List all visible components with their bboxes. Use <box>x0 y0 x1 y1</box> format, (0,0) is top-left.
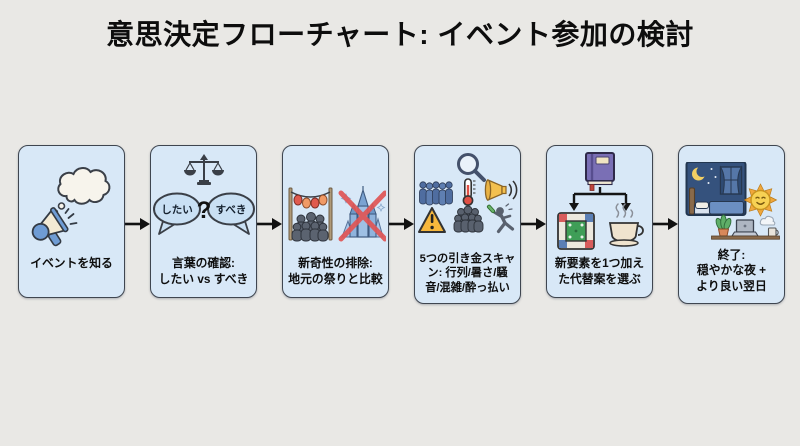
step-alternative-choice: 新要素を1つ加え た代替案を選ぶ <box>546 145 653 298</box>
label-line: したい vs すべき <box>158 271 249 286</box>
alternative-icons <box>556 152 644 250</box>
step-label: 終了: 穏やかな夜 + より良い翌日 <box>681 248 782 294</box>
balance-scale-icon <box>183 154 224 185</box>
cloud-icon <box>759 215 775 226</box>
step-novelty-elimination: 新奇性の排除: 地元の祭りと比較 <box>282 145 389 298</box>
mug-icon <box>767 227 779 238</box>
flow-arrow <box>125 218 150 230</box>
thermometer-icon <box>462 178 475 206</box>
bottle-icon <box>486 204 495 214</box>
sun-icon <box>743 183 777 217</box>
step-word-check: したい すべき ? 言葉の確認: したい vs すべき <box>150 145 257 298</box>
question-mark: ? <box>196 197 211 224</box>
label-line: より良い翌日 <box>696 278 767 293</box>
flow-arrow <box>521 218 546 230</box>
warning-icon <box>417 207 446 233</box>
label-line: 音/混雑/酔っ払い <box>425 281 510 294</box>
flow-arrow <box>389 218 414 230</box>
plant-icon <box>715 214 731 237</box>
label-line: 終了: <box>717 248 746 263</box>
crowd-icon <box>453 205 483 233</box>
bubble-want-text: したい <box>161 204 193 216</box>
label-line: 言葉の確認: <box>172 256 235 271</box>
label-line: 新要素を1つ加え <box>554 256 645 271</box>
label-line: 5つの引き金スキャ <box>419 253 516 266</box>
queue-icon <box>418 181 453 206</box>
bubble-should-text: すべき <box>215 204 246 216</box>
sound-lines <box>64 208 77 225</box>
branch-arrows-icon <box>572 187 627 204</box>
crossed-castle-icon <box>338 186 386 242</box>
night-bedroom-icon <box>685 162 746 216</box>
step-label: 言葉の確認: したい vs すべき <box>153 256 254 287</box>
trigger-icons <box>417 153 517 234</box>
step-know-event: イベントを知る <box>18 145 125 298</box>
step-label: 新奇性の排除: 地元の祭りと比較 <box>285 256 386 287</box>
speech-bubbles-icon: したい すべき ? <box>152 192 255 235</box>
desk-shelf-icon <box>710 214 780 240</box>
flow-arrow <box>257 218 282 230</box>
label-line: 地元の祭りと比較 <box>288 271 383 286</box>
sparkle-icon <box>376 203 385 212</box>
step-label: 5つの引き金スキャ ン: 行列/暑さ/騒 音/混雑/酔っ払い <box>417 252 518 295</box>
step-label: 新要素を1つ加え た代替案を選ぶ <box>549 256 650 287</box>
drunk-person-icon <box>486 203 514 234</box>
label-line: た代替案を選ぶ <box>558 271 641 286</box>
flow-arrow <box>653 218 678 230</box>
board-game-icon <box>556 212 595 250</box>
loudspeaker-icon <box>484 179 517 201</box>
label-line: 穏やかな夜 + <box>696 263 767 278</box>
magnifier-icon <box>456 153 486 182</box>
step-end-result: 終了: 穏やかな夜 + より良い翌日 <box>678 145 785 304</box>
label-line: イベントを知る <box>30 255 113 270</box>
label-line: ン: 行列/暑さ/騒 <box>427 267 508 280</box>
laptop-icon <box>730 219 759 237</box>
book-icon <box>584 152 615 191</box>
coffee-cup-icon <box>608 203 644 247</box>
megaphone-thought-icon <box>31 167 110 247</box>
step-trigger-scan: 5つの引き金スキャ ン: 行列/暑さ/騒 音/混雑/酔っ払い <box>414 145 521 304</box>
crowd-icon <box>291 212 328 242</box>
festival-lanterns-icon <box>288 187 332 241</box>
thought-cloud-icon <box>56 167 110 205</box>
festival-vs-castle-icon <box>288 186 386 242</box>
page-title: 意思決定フローチャート: イベント参加の検討 <box>106 19 694 50</box>
red-cross-icon <box>338 190 386 242</box>
flow-row: イベントを知る <box>18 145 785 304</box>
label-line: 新奇性の排除: <box>298 256 373 271</box>
step-label: イベントを知る <box>21 256 122 271</box>
end-icons <box>685 162 780 240</box>
megaphone-icon <box>31 207 69 247</box>
